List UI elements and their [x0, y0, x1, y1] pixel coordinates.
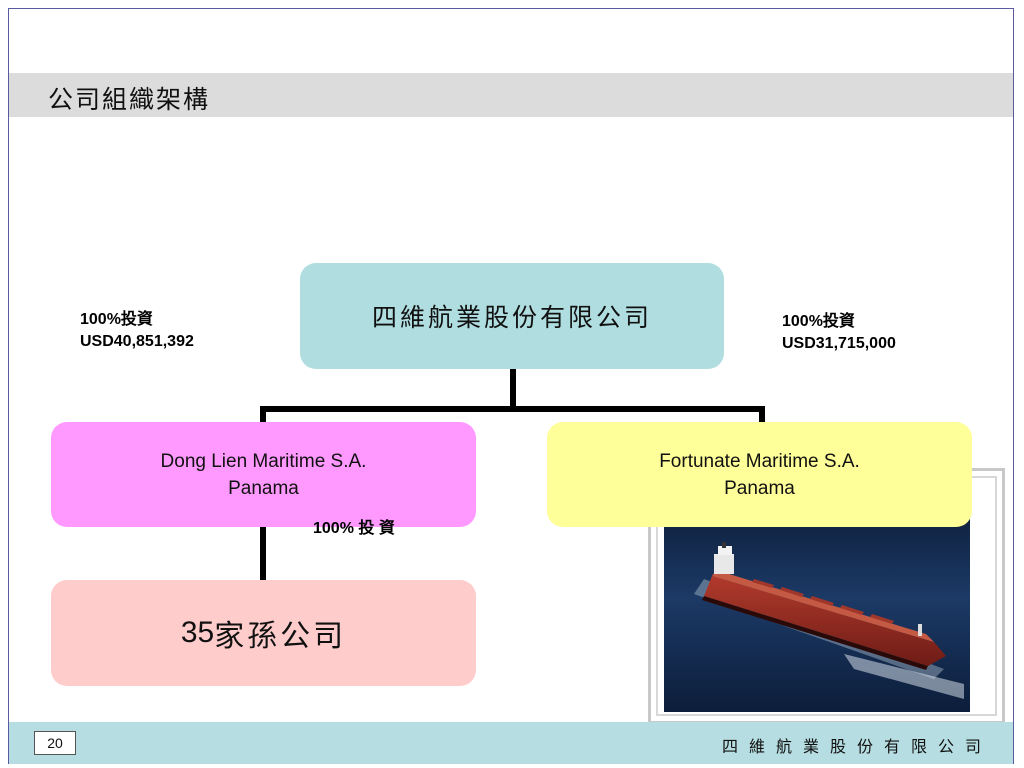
connector-horizontal — [260, 406, 765, 412]
org-child-country: Panama — [228, 477, 299, 499]
right-investment-percent: 100%投資 — [782, 313, 855, 330]
connector-sub-stem — [260, 527, 266, 581]
right-investment-note: 100%投資 USD31,715,000 — [782, 311, 896, 355]
org-root-box: 四維航業股份有限公司 — [300, 263, 724, 369]
slide-title: 公司組織架構 — [48, 85, 211, 114]
left-investment-note: 100%投資 USD40,851,392 — [80, 309, 194, 353]
footer-bar — [9, 722, 1013, 764]
right-investment-amount: USD31,715,000 — [782, 335, 896, 352]
footer-company-name: 四維航業股份有限公司 — [721, 737, 992, 756]
page-number: 20 — [34, 731, 76, 755]
org-child-box-fortunate: Fortunate Maritime S.A. Panama — [547, 422, 972, 527]
grandchild-label: 家孫公司 — [214, 619, 347, 654]
sub-investment-note: 100% 投 資 — [313, 520, 395, 537]
org-child-country: Panama — [724, 477, 795, 499]
grandchild-count: 35 — [180, 616, 215, 649]
connector-right-drop — [759, 406, 765, 423]
title-bar — [9, 73, 1013, 117]
left-investment-percent: 100%投資 — [80, 311, 153, 328]
org-child-box-dong-lien: Dong Lien Maritime S.A. Panama — [51, 422, 476, 527]
org-child-name: Dong Lien Maritime S.A. — [160, 450, 367, 472]
left-investment-amount: USD40,851,392 — [80, 333, 194, 350]
connector-root-stem — [510, 369, 516, 409]
connector-left-drop — [260, 406, 266, 423]
org-child-name: Fortunate Maritime S.A. — [659, 450, 860, 472]
org-root-label: 四維航業股份有限公司 — [371, 303, 652, 332]
